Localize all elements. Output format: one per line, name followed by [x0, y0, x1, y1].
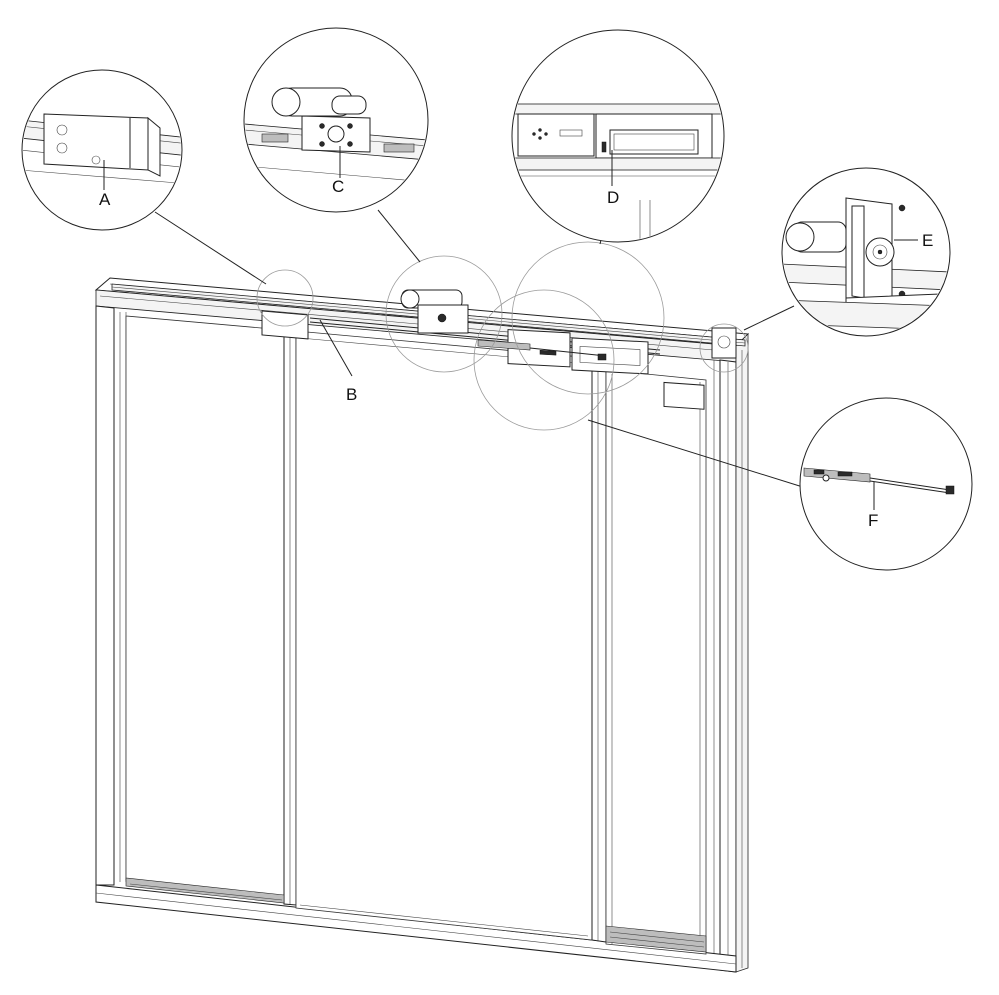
label-a: A [99, 190, 111, 209]
motor-unit [400, 289, 469, 334]
marker-e [699, 323, 749, 373]
right-fixed-panel [605, 369, 707, 955]
label-c: C [332, 177, 344, 196]
label-f: F [868, 511, 878, 530]
control-unit [507, 329, 649, 375]
callout-c: C [243, 27, 429, 213]
door-leaves [125, 315, 707, 955]
callout-e: E [781, 167, 951, 337]
callout-a: A [21, 69, 183, 231]
callout-d: D [511, 29, 725, 243]
marker-d [511, 241, 665, 395]
callout-f: F [799, 397, 973, 571]
end-pulley-unit [663, 327, 737, 410]
label-d: D [607, 188, 619, 207]
carriage-bracket [477, 339, 531, 351]
marker-f [473, 289, 615, 431]
operator-track [111, 283, 746, 410]
left-fixed-panel [125, 315, 285, 899]
detail-markers [256, 241, 749, 431]
label-b: B [346, 385, 357, 404]
end-bracket-a [261, 310, 309, 340]
label-e: E [922, 231, 933, 250]
marker-c [385, 255, 503, 373]
center-sliding-leaf [295, 330, 593, 941]
marker-a [256, 269, 314, 327]
